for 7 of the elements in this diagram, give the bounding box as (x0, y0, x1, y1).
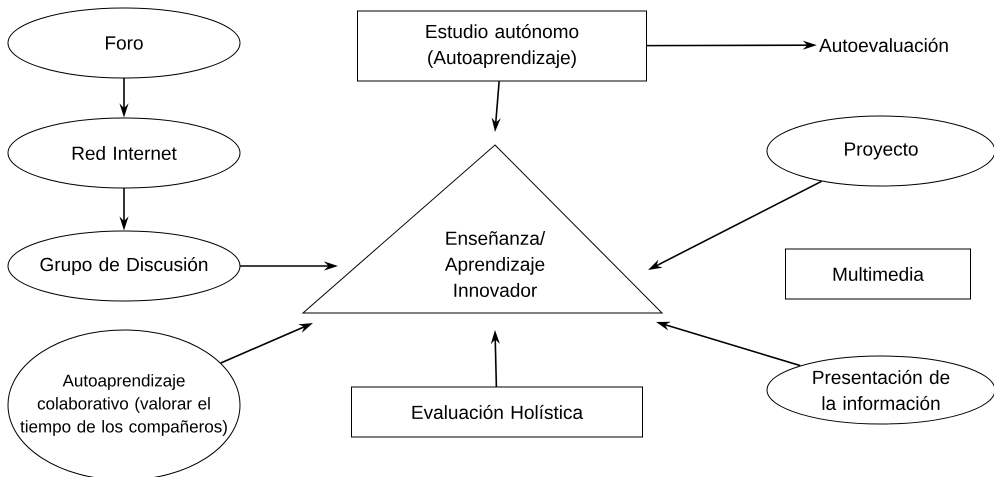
ellipse-node: Grupo de Discusión (8, 230, 240, 302)
ellipse-node: Red Internet (8, 118, 240, 188)
node-label: Autoevaluación (819, 38, 948, 52)
process-box: Multimedia (785, 248, 971, 300)
ellipse-node: Foro (8, 8, 240, 78)
process-box: Evaluación Holística (351, 386, 643, 438)
process-box: Estudio autónomo (Autoaprendizaje) (357, 10, 647, 82)
